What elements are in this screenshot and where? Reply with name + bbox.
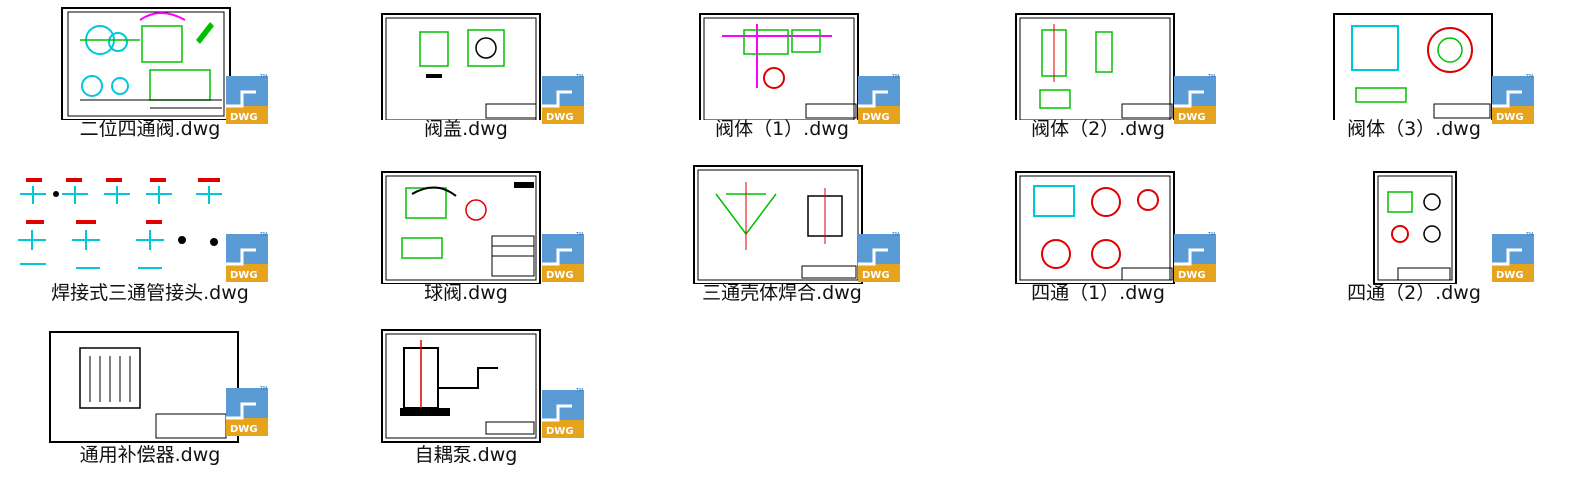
file-thumbnail (632, 0, 932, 120)
file-item[interactable]: DWG TM 通用补偿器.dwg (0, 326, 300, 486)
file-name: 三通壳体焊合.dwg (702, 282, 862, 304)
file-thumbnail (0, 0, 300, 120)
dwg-file-icon: DWG TM (858, 74, 900, 124)
svg-text:DWG: DWG (546, 426, 574, 437)
file-item[interactable]: DWG TM 焊接式三通管接头.dwg (0, 164, 300, 324)
dwg-file-icon: DWG TM (226, 74, 268, 124)
file-name: 二位四通阀.dwg (79, 118, 221, 140)
dwg-file-icon: DWG TM (858, 232, 900, 282)
svg-text:DWG: DWG (862, 112, 890, 123)
file-thumbnail (316, 326, 616, 446)
file-thumbnail (1264, 0, 1564, 120)
svg-text:DWG: DWG (1178, 112, 1206, 123)
svg-text:TM: TM (259, 232, 267, 238)
file-name: 阀体（2）.dwg (1031, 118, 1165, 140)
svg-text:DWG: DWG (1178, 270, 1206, 281)
file-thumbnail (316, 0, 616, 120)
svg-text:DWG: DWG (546, 270, 574, 281)
file-thumbnail (948, 164, 1248, 284)
svg-text:TM: TM (259, 74, 267, 80)
svg-text:TM: TM (575, 74, 583, 80)
file-name: 球阀.dwg (424, 282, 508, 304)
file-name: 焊接式三通管接头.dwg (51, 282, 249, 304)
file-item[interactable]: DWG TM 自耦泵.dwg (316, 326, 616, 486)
svg-text:DWG: DWG (862, 270, 890, 281)
file-name: 阀体（3）.dwg (1347, 118, 1481, 140)
file-item[interactable]: DWG TM 阀体（1）.dwg (632, 0, 932, 160)
file-item[interactable]: DWG TM 阀体（3）.dwg (1264, 0, 1564, 160)
svg-text:TM: TM (259, 386, 267, 392)
svg-text:TM: TM (575, 232, 583, 238)
file-thumbnail (632, 164, 932, 284)
file-item[interactable]: DWG TM 阀盖.dwg (316, 0, 616, 160)
svg-text:DWG: DWG (1496, 270, 1524, 281)
file-item[interactable]: DWG TM 二位四通阀.dwg (0, 0, 300, 160)
svg-text:TM: TM (1525, 232, 1533, 238)
file-thumbnail (1264, 164, 1564, 284)
svg-text:DWG: DWG (230, 424, 258, 435)
file-thumbnail (948, 0, 1248, 120)
svg-text:DWG: DWG (230, 112, 258, 123)
svg-text:DWG: DWG (230, 270, 258, 281)
dwg-file-icon: DWG TM (226, 232, 268, 282)
file-name: 四通（1）.dwg (1031, 282, 1165, 304)
dwg-file-icon: DWG TM (1492, 74, 1534, 124)
file-name: 阀盖.dwg (424, 118, 508, 140)
svg-text:TM: TM (891, 232, 899, 238)
file-item[interactable]: DWG TM 阀体（2）.dwg (948, 0, 1248, 160)
file-thumbnail (0, 164, 300, 284)
file-item[interactable]: DWG TM 球阀.dwg (316, 164, 616, 324)
dwg-file-icon: DWG TM (542, 232, 584, 282)
file-thumbnail (0, 326, 300, 446)
svg-text:TM: TM (1207, 232, 1215, 238)
file-item[interactable]: DWG TM 四通（1）.dwg (948, 164, 1248, 324)
svg-text:DWG: DWG (546, 112, 574, 123)
file-name: 通用补偿器.dwg (79, 444, 221, 466)
file-name: 阀体（1）.dwg (715, 118, 849, 140)
dwg-file-icon: DWG TM (542, 388, 584, 438)
file-thumbnail (316, 164, 616, 284)
file-name: 自耦泵.dwg (414, 444, 518, 466)
svg-text:TM: TM (1207, 74, 1215, 80)
dwg-file-icon: DWG TM (1492, 232, 1534, 282)
svg-text:TM: TM (1525, 74, 1533, 80)
svg-text:TM: TM (575, 388, 583, 394)
svg-text:DWG: DWG (1496, 112, 1524, 123)
dwg-file-icon: DWG TM (1174, 74, 1216, 124)
file-item[interactable]: DWG TM 四通（2）.dwg (1264, 164, 1564, 324)
dwg-file-icon: DWG TM (226, 386, 268, 436)
dwg-file-icon: DWG TM (1174, 232, 1216, 282)
dwg-file-icon: DWG TM (542, 74, 584, 124)
svg-text:TM: TM (891, 74, 899, 80)
file-item[interactable]: DWG TM 三通壳体焊合.dwg (632, 164, 932, 324)
file-name: 四通（2）.dwg (1347, 282, 1481, 304)
